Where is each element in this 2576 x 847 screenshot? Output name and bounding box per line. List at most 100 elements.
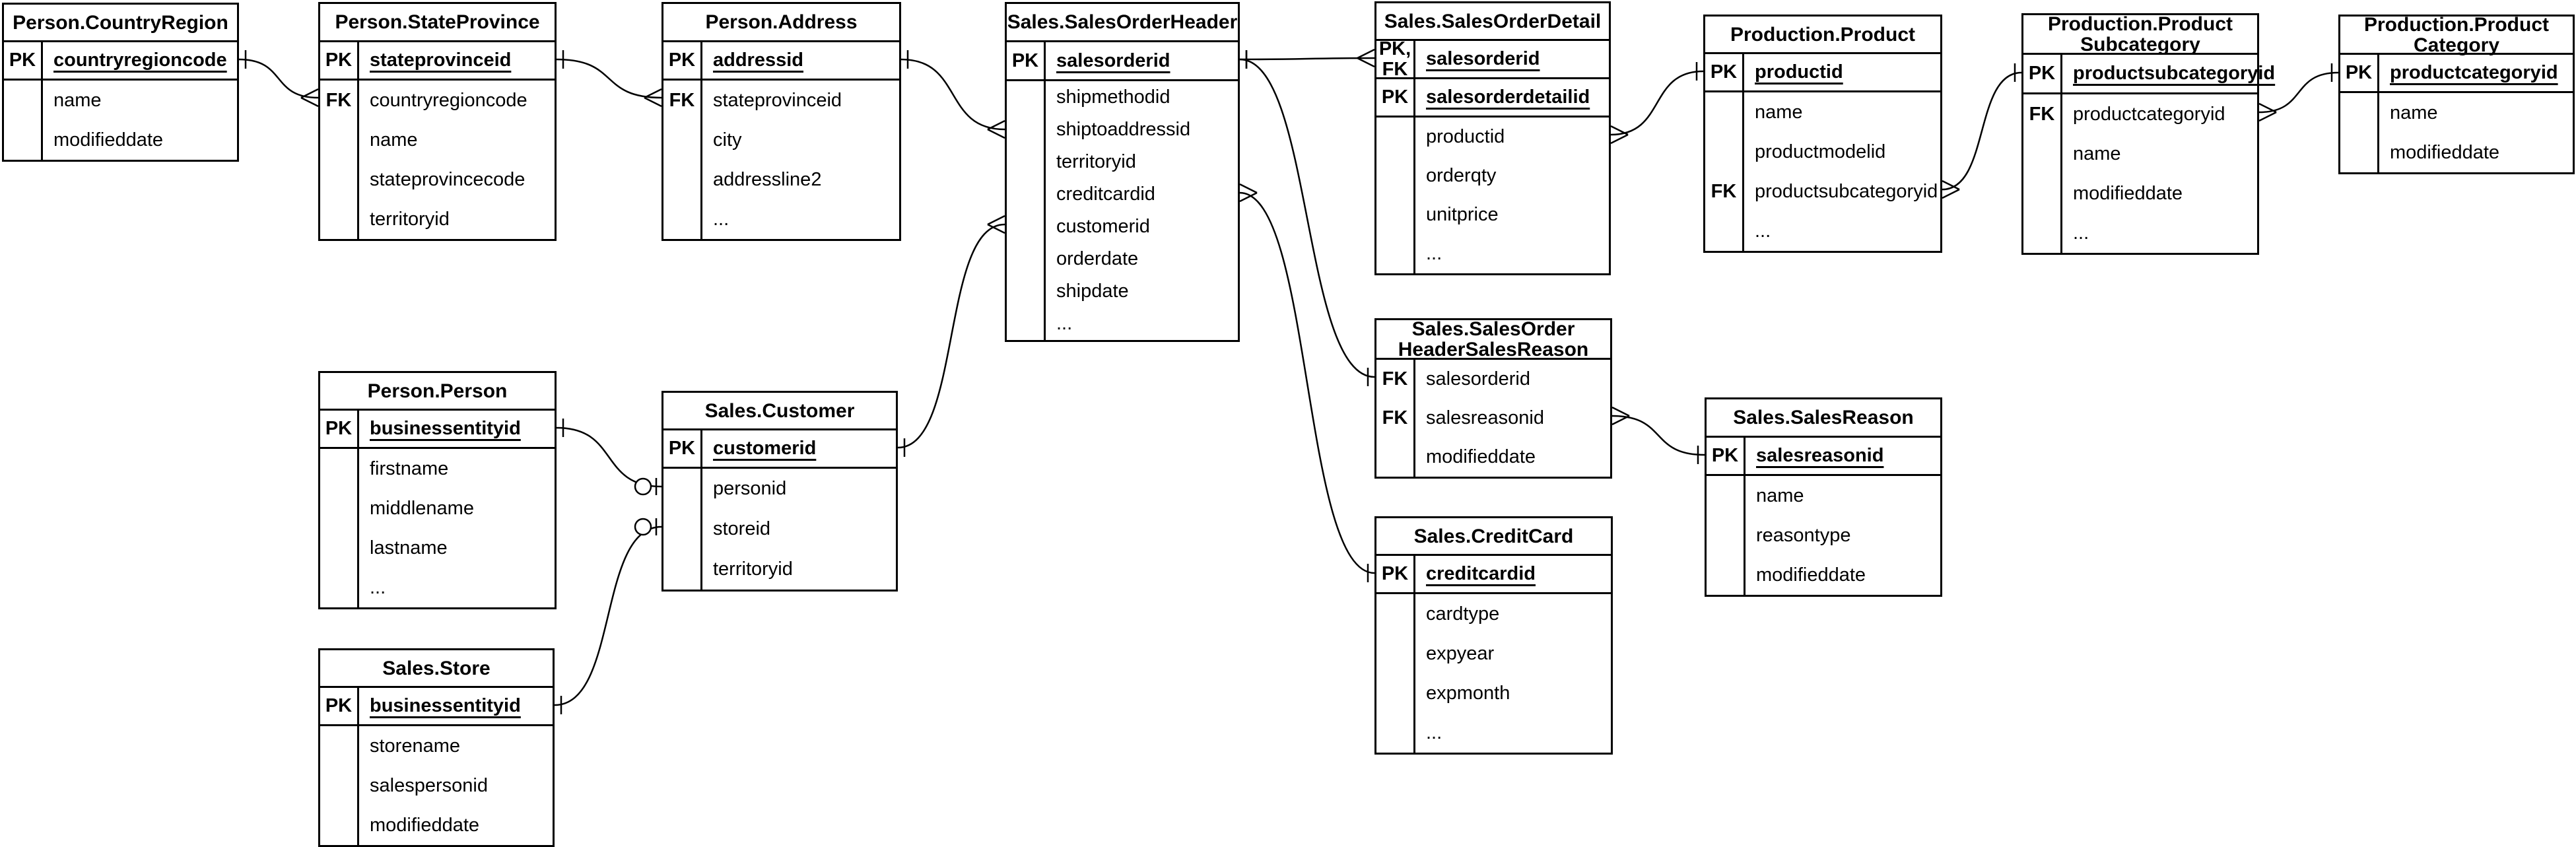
pk-field-name: salesorderid xyxy=(1056,50,1170,71)
field-row: ... xyxy=(2023,213,2257,253)
key-tag xyxy=(663,120,702,160)
table-title-line: Person.Address xyxy=(705,11,858,33)
relationship-edge xyxy=(238,50,319,108)
field-row: firstname xyxy=(320,449,555,489)
key-tag xyxy=(1705,211,1744,251)
field-name: middlename xyxy=(370,497,474,519)
key-tag xyxy=(4,81,43,120)
field-row: name xyxy=(1705,92,1940,132)
field-name: personid xyxy=(713,478,787,499)
relationship-edge xyxy=(554,518,662,714)
pk-field-name: addressid xyxy=(713,50,803,71)
end-many-marker xyxy=(1357,48,1375,68)
field-row: modifieddate xyxy=(320,805,553,845)
key-tag xyxy=(320,160,359,199)
field-name: shipdate xyxy=(1056,281,1129,302)
field-name: ... xyxy=(1755,220,1771,242)
pk-field-name: salesreasonid xyxy=(1756,445,1884,466)
field-row: productmodelid xyxy=(1705,132,1940,172)
key-tag xyxy=(1007,243,1046,275)
key-tag xyxy=(663,199,702,239)
field-name: storename xyxy=(370,735,461,757)
field-name: ... xyxy=(2073,222,2089,244)
table-title-line: Production.Product xyxy=(2364,13,2549,36)
field-row: ... xyxy=(1705,211,1940,251)
key-tag xyxy=(663,509,702,549)
field-name: name xyxy=(2073,143,2121,164)
key-tag: PK xyxy=(320,688,359,724)
table-title: Sales.Store xyxy=(320,650,553,688)
field-row: unitprice xyxy=(1376,195,1609,234)
field-name: ... xyxy=(1056,313,1073,334)
key-tag xyxy=(663,469,702,509)
key-tag-line: PK xyxy=(668,50,696,71)
field-name: name xyxy=(53,89,102,111)
key-row: PK salesorderid xyxy=(1007,42,1238,81)
table-title-line: Subcategory xyxy=(2080,33,2200,55)
table-title-line: HeaderSalesReason xyxy=(1398,338,1589,360)
key-tag xyxy=(1707,516,1746,555)
key-tag: PK xyxy=(1707,438,1746,474)
field-name: name xyxy=(2390,102,2438,123)
field-row: modifieddate xyxy=(1707,555,1940,595)
key-tag: PK xyxy=(1007,42,1046,79)
key-tag xyxy=(320,766,359,805)
field-row: city xyxy=(663,120,899,160)
key-tag: PK xyxy=(2340,55,2379,91)
pk-field-name: salesorderid xyxy=(1426,48,1540,69)
table-title-line: Sales.SalesReason xyxy=(1733,407,1914,428)
key-tag xyxy=(2023,213,2062,253)
key-tag-line: PK, xyxy=(1378,38,1411,59)
pk-field-name: creditcardid xyxy=(1426,563,1536,584)
table-title-line: Production.Product xyxy=(2048,13,2233,35)
field-row: personid xyxy=(663,469,896,509)
key-tag xyxy=(1707,476,1746,516)
field-name: territoryid xyxy=(370,208,450,230)
field-name: orderqty xyxy=(1426,165,1497,186)
field-name: lastname xyxy=(370,537,448,559)
key-tag xyxy=(1705,92,1744,132)
start-many-marker xyxy=(1239,183,1258,203)
start-many-marker xyxy=(1611,406,1630,426)
table-title: Sales.SalesOrderDetail xyxy=(1376,3,1609,41)
field-name: modifieddate xyxy=(2390,141,2500,163)
field-row: name xyxy=(320,120,555,160)
field-name: ... xyxy=(370,576,386,598)
field-row: stateprovincecode xyxy=(320,160,555,199)
field-name: firstname xyxy=(370,457,449,479)
key-tag-line: PK xyxy=(1711,445,1739,466)
key-tag: PK xyxy=(1376,79,1415,116)
field-name: productid xyxy=(1426,126,1505,147)
field-row: modifieddate xyxy=(2340,133,2573,172)
key-tag xyxy=(663,160,702,199)
relationship-edge xyxy=(1942,63,2022,199)
key-tag: PK xyxy=(663,430,702,467)
field-name: stateprovinceid xyxy=(713,89,842,111)
table-title: Production.Product xyxy=(1705,17,1940,54)
table-title: Sales.Customer xyxy=(663,393,896,430)
field-name: ... xyxy=(1426,243,1442,264)
field-name: modifieddate xyxy=(2073,182,2183,204)
table-title: Person.CountryRegion xyxy=(4,5,237,42)
field-row: shipdate xyxy=(1007,275,1238,308)
field-row: storename xyxy=(320,726,553,766)
end-many-marker xyxy=(644,88,662,108)
field-row: cardtype xyxy=(1376,594,1611,634)
table-title-line: Sales.Customer xyxy=(704,399,855,422)
field-name: ... xyxy=(1426,722,1442,743)
pk-field-name: stateprovinceid xyxy=(370,50,512,71)
relationship-edge xyxy=(1239,50,1375,386)
table-title: Person.Person xyxy=(320,373,555,411)
